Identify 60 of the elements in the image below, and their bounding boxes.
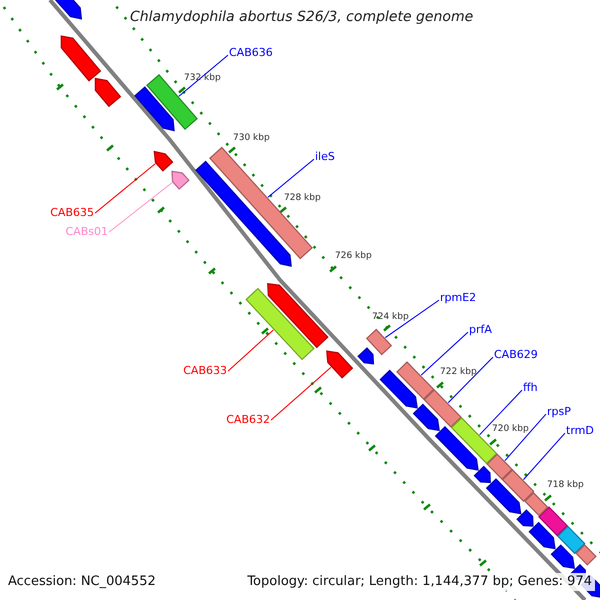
gene-label: prfA — [469, 323, 492, 336]
leader-line — [522, 432, 566, 480]
leader-line — [420, 332, 468, 376]
gene-feature — [474, 466, 491, 484]
scale-label: 726 kbp — [335, 251, 372, 262]
gene-feature — [60, 35, 102, 82]
scale-label: 730 kbp — [233, 133, 270, 144]
gene-feature — [412, 404, 440, 432]
gene-bar — [557, 526, 586, 554]
leader-line — [479, 390, 522, 436]
gene-label: rpsP — [547, 405, 571, 418]
leader-line — [108, 182, 173, 233]
gene-label: CAB632 — [226, 413, 270, 426]
gene-feature — [516, 509, 534, 527]
gene-feature — [528, 522, 556, 550]
gene-feature — [357, 347, 374, 365]
gene-bar — [575, 544, 597, 566]
gene-feature — [154, 150, 174, 172]
leader-line — [267, 158, 314, 198]
gene-label: CAB633 — [183, 364, 227, 377]
scale-label: 720 kbp — [492, 424, 529, 435]
gene-label: rpmE2 — [440, 291, 476, 304]
scale-label: 722 kbp — [440, 367, 477, 378]
gene-feature — [326, 350, 354, 379]
leader-line — [270, 366, 332, 421]
gene-label: CAB636 — [229, 46, 273, 59]
scale-label: 718 kbp — [547, 480, 584, 491]
diagram-title: Chlamydophila abortus S26/3, complete genome — [130, 8, 474, 26]
leader-line — [228, 330, 274, 372]
scale-label: 724 kbp — [372, 312, 409, 323]
gene-label: ileS — [315, 150, 335, 163]
leader-line — [384, 300, 440, 338]
gene-bar — [538, 506, 568, 536]
genome-summary-label: Topology: circular; Length: 1,144,377 bp; Genes: 974 — [244, 573, 595, 591]
gene-feature — [267, 283, 329, 348]
gene-label: ffh — [523, 381, 538, 394]
leader-line — [94, 163, 156, 214]
gene-bar — [502, 469, 534, 502]
gene-bar — [524, 492, 548, 516]
gene-feature — [380, 370, 418, 409]
gene-feature — [434, 426, 479, 471]
leader-line — [178, 54, 228, 97]
leader-line — [448, 356, 494, 404]
gene-bar — [423, 389, 462, 428]
gene-bar — [396, 361, 434, 400]
gene-feature — [171, 170, 190, 190]
gene-bar — [245, 288, 315, 360]
gene-bar — [366, 328, 392, 356]
leader-line — [504, 414, 546, 462]
gene-label: CAB635 — [50, 206, 94, 219]
scale-label: 728 kbp — [284, 193, 321, 204]
gene-label: trmD — [566, 424, 594, 437]
gene-feature — [486, 478, 522, 514]
gene-label: CAB629 — [494, 348, 538, 361]
gene-bar — [486, 453, 513, 480]
gene-feature — [134, 86, 175, 132]
scale-label: 732 kbp — [184, 73, 221, 84]
gene-feature — [550, 544, 576, 570]
gene-label: CABs01 — [66, 225, 108, 238]
gene-feature — [94, 78, 122, 108]
